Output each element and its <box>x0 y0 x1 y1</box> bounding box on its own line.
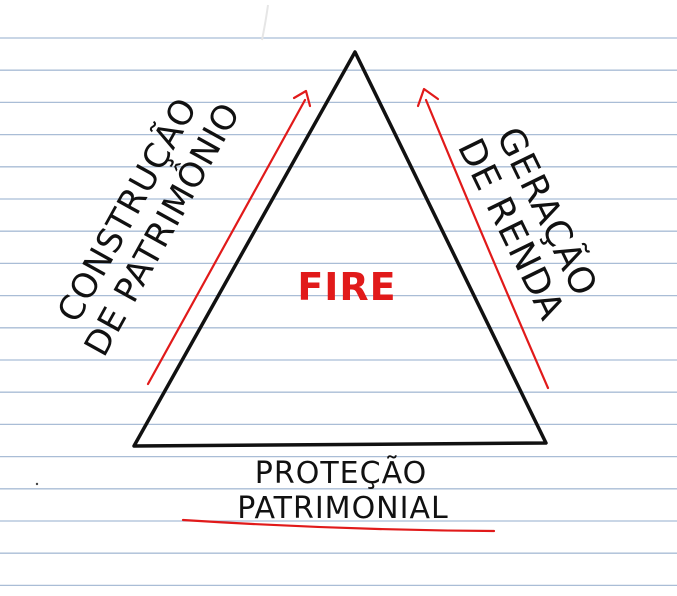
triangle-outline <box>132 50 548 448</box>
left-arrow <box>146 89 312 386</box>
left-side-label: CONSTRUÇÃO DE PATRIMÔNIO <box>50 91 249 363</box>
bottom-underline <box>181 518 496 533</box>
bottom-label-line2: PATRIMONIAL <box>237 491 448 526</box>
pencil-mark <box>261 4 269 41</box>
center-label: FIRE <box>297 265 396 309</box>
ruled-lines <box>0 37 677 587</box>
bottom-label-line1: PROTEÇÃO <box>255 455 427 491</box>
right-arrow <box>416 87 550 390</box>
ink-dot <box>35 482 39 486</box>
